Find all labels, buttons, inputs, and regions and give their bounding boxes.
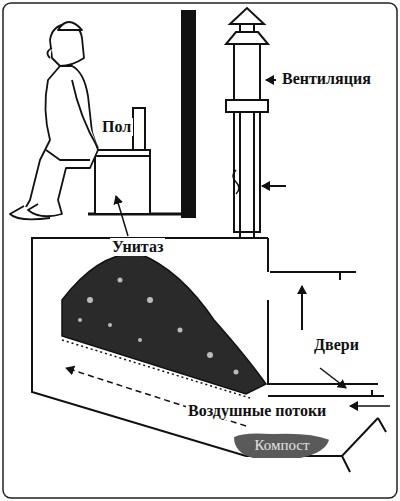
- air-arrow: [262, 185, 286, 187]
- part-label: Двери: [312, 336, 361, 354]
- lid-door: [270, 272, 356, 280]
- leader-arrow: [116, 196, 128, 236]
- wall: [181, 10, 196, 218]
- airflow-arrow: [350, 405, 390, 407]
- compost-region: Компост: [234, 432, 329, 458]
- bottom-door: [268, 390, 384, 396]
- grate: [62, 340, 250, 398]
- air-wave: [233, 170, 239, 194]
- outlet: [342, 418, 386, 472]
- chamber: [32, 214, 378, 456]
- part-label: Вентиляция: [280, 70, 373, 88]
- part-label: Пол: [100, 118, 133, 136]
- leader-arrow: [266, 79, 276, 81]
- leader-arrow: [301, 286, 303, 330]
- part-label: Воздушные потоки: [186, 402, 328, 420]
- toilet: [95, 108, 150, 214]
- region-label: Компост: [234, 436, 329, 454]
- waste-pile: [62, 254, 266, 394]
- pile-texture: [78, 278, 239, 375]
- part-label: Унитаз: [110, 238, 165, 256]
- frame: [3, 3, 397, 498]
- vent-pipe: [226, 8, 268, 232]
- person: [10, 22, 98, 219]
- leader-arrow: [320, 368, 346, 388]
